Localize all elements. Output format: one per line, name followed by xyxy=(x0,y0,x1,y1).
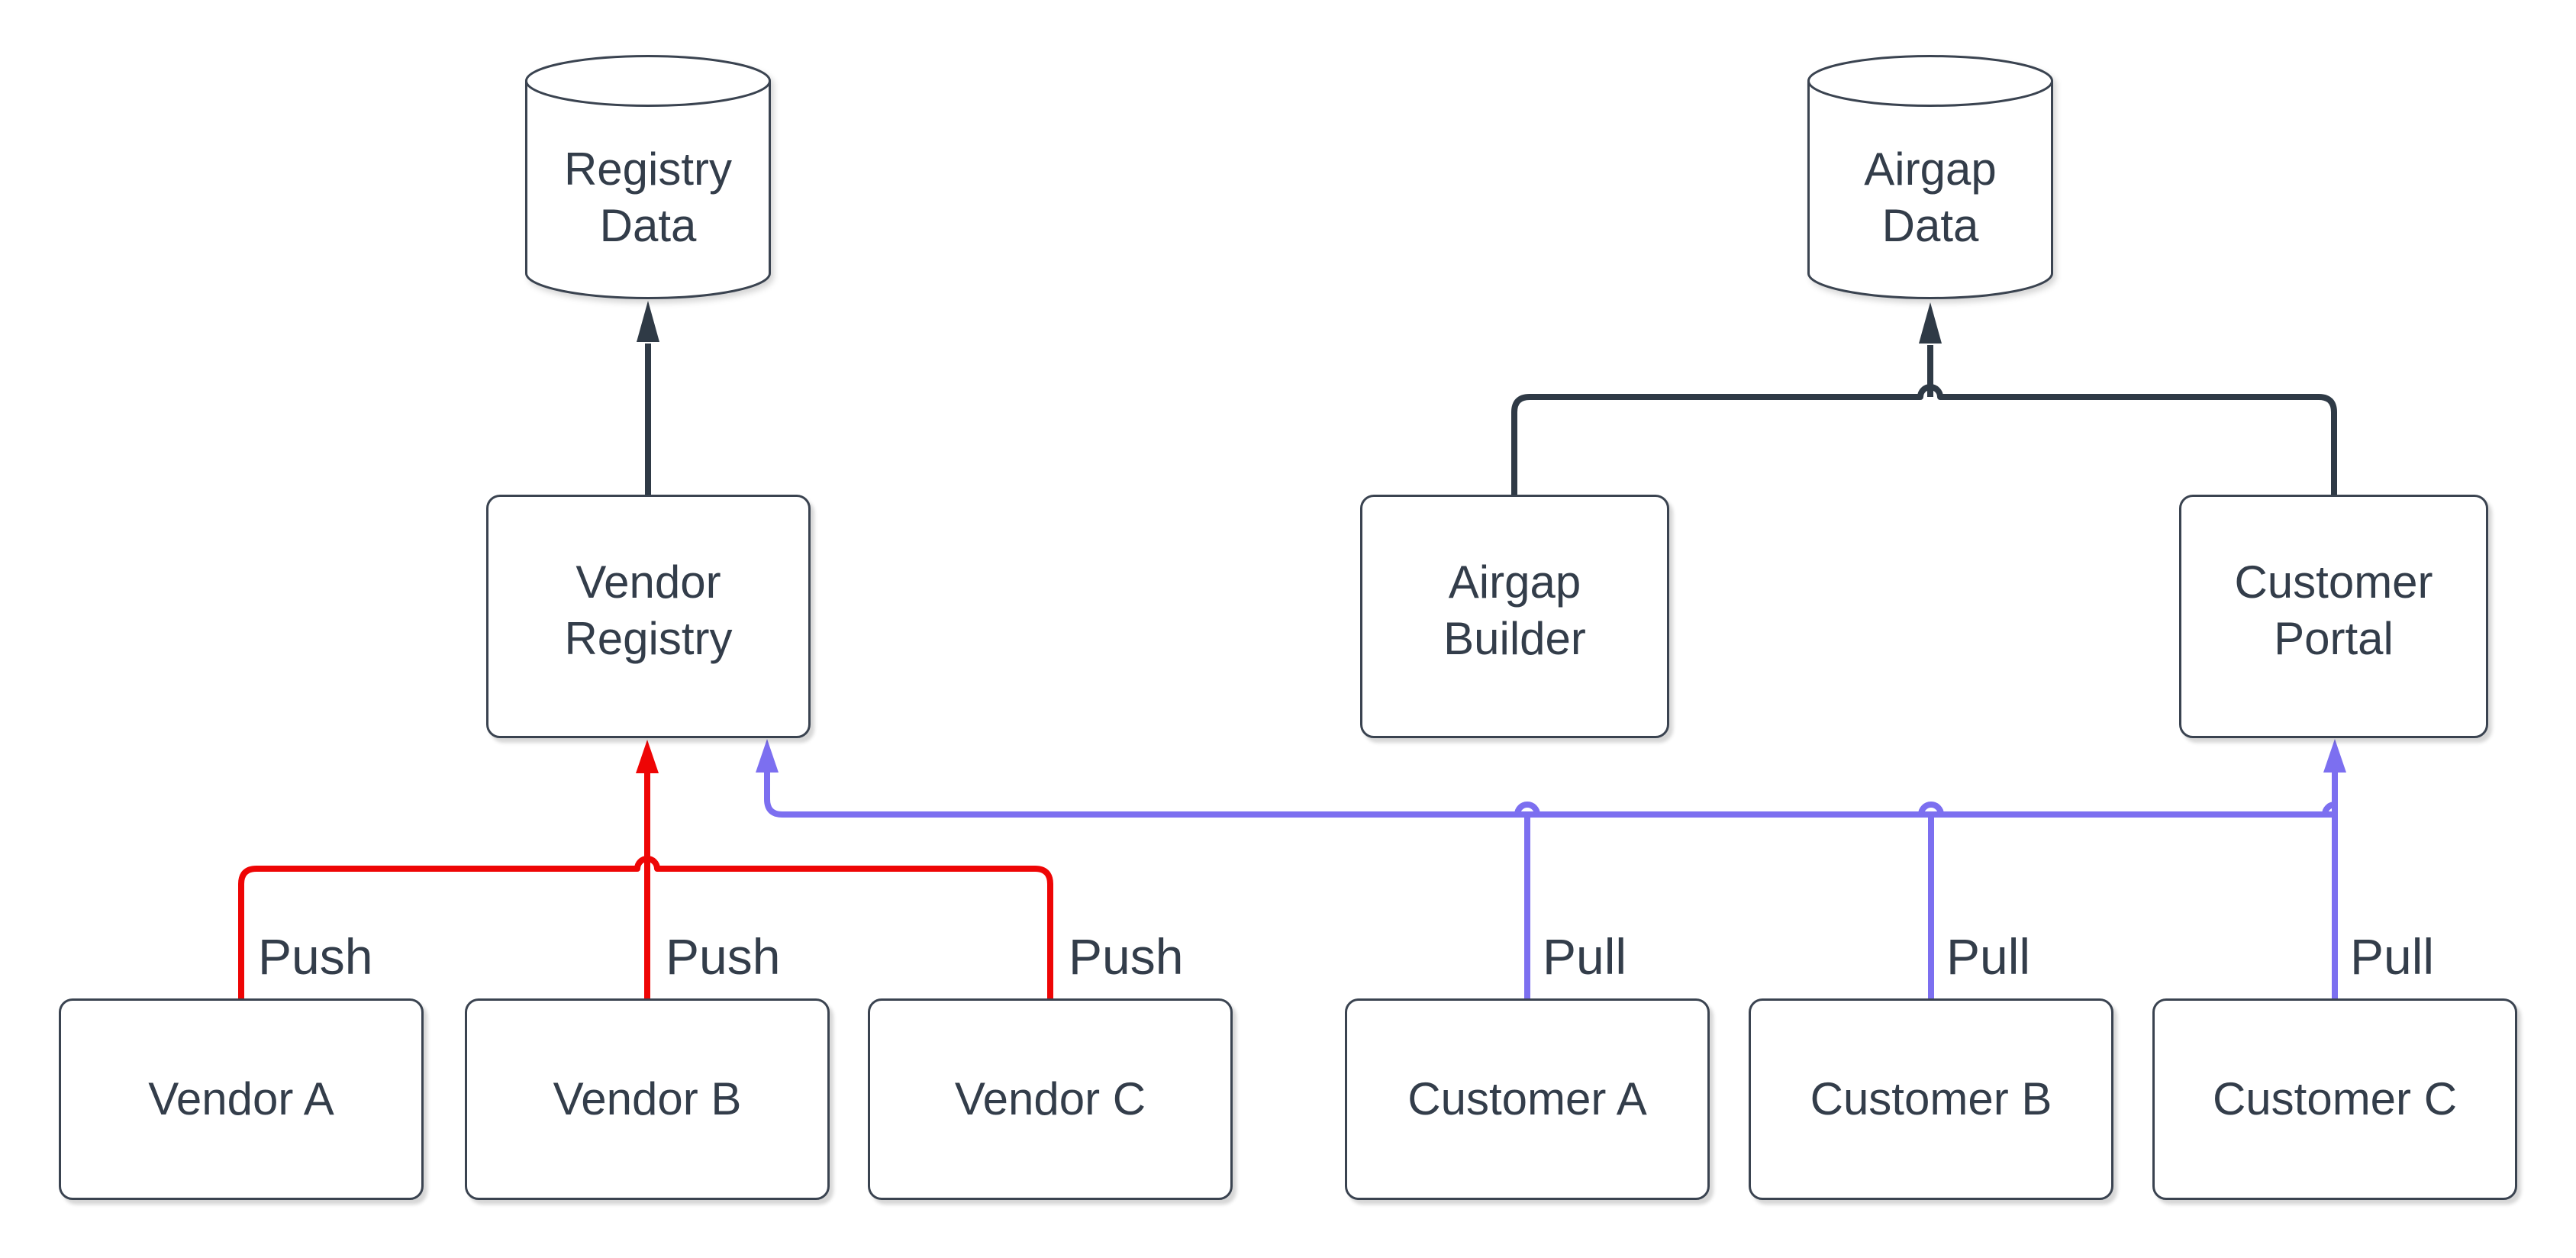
cylinder-shape xyxy=(525,55,771,299)
edge-label-push-vendor-b: Push xyxy=(666,928,781,985)
node-vendor-registry: Vendor Registry xyxy=(486,495,811,738)
node-label: Customer B xyxy=(1810,1073,2052,1124)
node-label: Vendor C xyxy=(954,1073,1146,1124)
label-line-2: Registry xyxy=(564,612,733,664)
pull-edges xyxy=(764,773,2338,1000)
cylinder-shape xyxy=(1807,55,2053,299)
node-airgap-builder: Airgap Builder xyxy=(1360,495,1669,738)
arrowhead-airgap-data xyxy=(1919,302,1942,344)
arrowhead-pull-customer-portal xyxy=(2323,739,2346,773)
node-label: Registry Data xyxy=(564,100,732,254)
node-label: Airgap Data xyxy=(1864,100,1996,254)
push-arrowheads xyxy=(636,740,659,773)
pull-junction-bump-b xyxy=(1918,802,1944,815)
label-line-1: Customer xyxy=(2234,556,2433,608)
label-line-1: Airgap xyxy=(1864,144,1997,195)
pull-junction-bump-a xyxy=(1514,802,1540,815)
pull-arrowheads xyxy=(756,739,2346,773)
node-registry-data: Registry Data xyxy=(525,55,771,299)
pull-trunk xyxy=(764,773,2335,818)
node-customer-c: Customer C xyxy=(2152,998,2517,1200)
label-line-1: Registry xyxy=(563,144,733,195)
node-label: Customer C xyxy=(2212,1073,2458,1124)
node-customer-a: Customer A xyxy=(1345,998,1710,1200)
label-line-2: Data xyxy=(1881,200,1979,251)
label-line-1: Airgap xyxy=(1448,556,1581,608)
label-line-2: Portal xyxy=(2274,612,2394,664)
edge-label-pull-customer-a: Pull xyxy=(1543,928,1627,985)
node-vendor-a: Vendor A xyxy=(59,998,424,1200)
label-line-1: Vendor xyxy=(575,556,721,608)
store-arrowheads xyxy=(637,301,1942,344)
edge-label-push-vendor-c: Push xyxy=(1069,928,1184,985)
arrowhead-push-vendor-registry xyxy=(636,740,659,773)
node-airgap-data: Airgap Data xyxy=(1807,55,2053,299)
node-label: Vendor A xyxy=(148,1073,334,1124)
arrowhead-pull-vendor-registry xyxy=(756,739,779,773)
label-line-2: Data xyxy=(599,200,697,251)
node-vendor-c: Vendor C xyxy=(868,998,1233,1200)
pull-junction-bump-c xyxy=(2322,802,2336,815)
node-vendor-b: Vendor B xyxy=(465,998,830,1200)
edge-label-pull-customer-b: Pull xyxy=(1946,928,2031,985)
edge-label-pull-customer-c: Pull xyxy=(2350,928,2435,985)
edge-label-push-vendor-a: Push xyxy=(258,928,373,985)
label-line-2: Builder xyxy=(1443,612,1586,664)
node-customer-portal: Customer Portal xyxy=(2179,495,2488,738)
node-label: Customer A xyxy=(1407,1073,1647,1124)
node-customer-b: Customer B xyxy=(1749,998,2113,1200)
node-label: Vendor B xyxy=(553,1073,742,1124)
store-edges xyxy=(645,344,2337,495)
edge-builder-portal-trunk xyxy=(1511,384,2337,495)
push-edges xyxy=(238,773,1053,998)
arrowhead-registry-data xyxy=(637,301,659,342)
